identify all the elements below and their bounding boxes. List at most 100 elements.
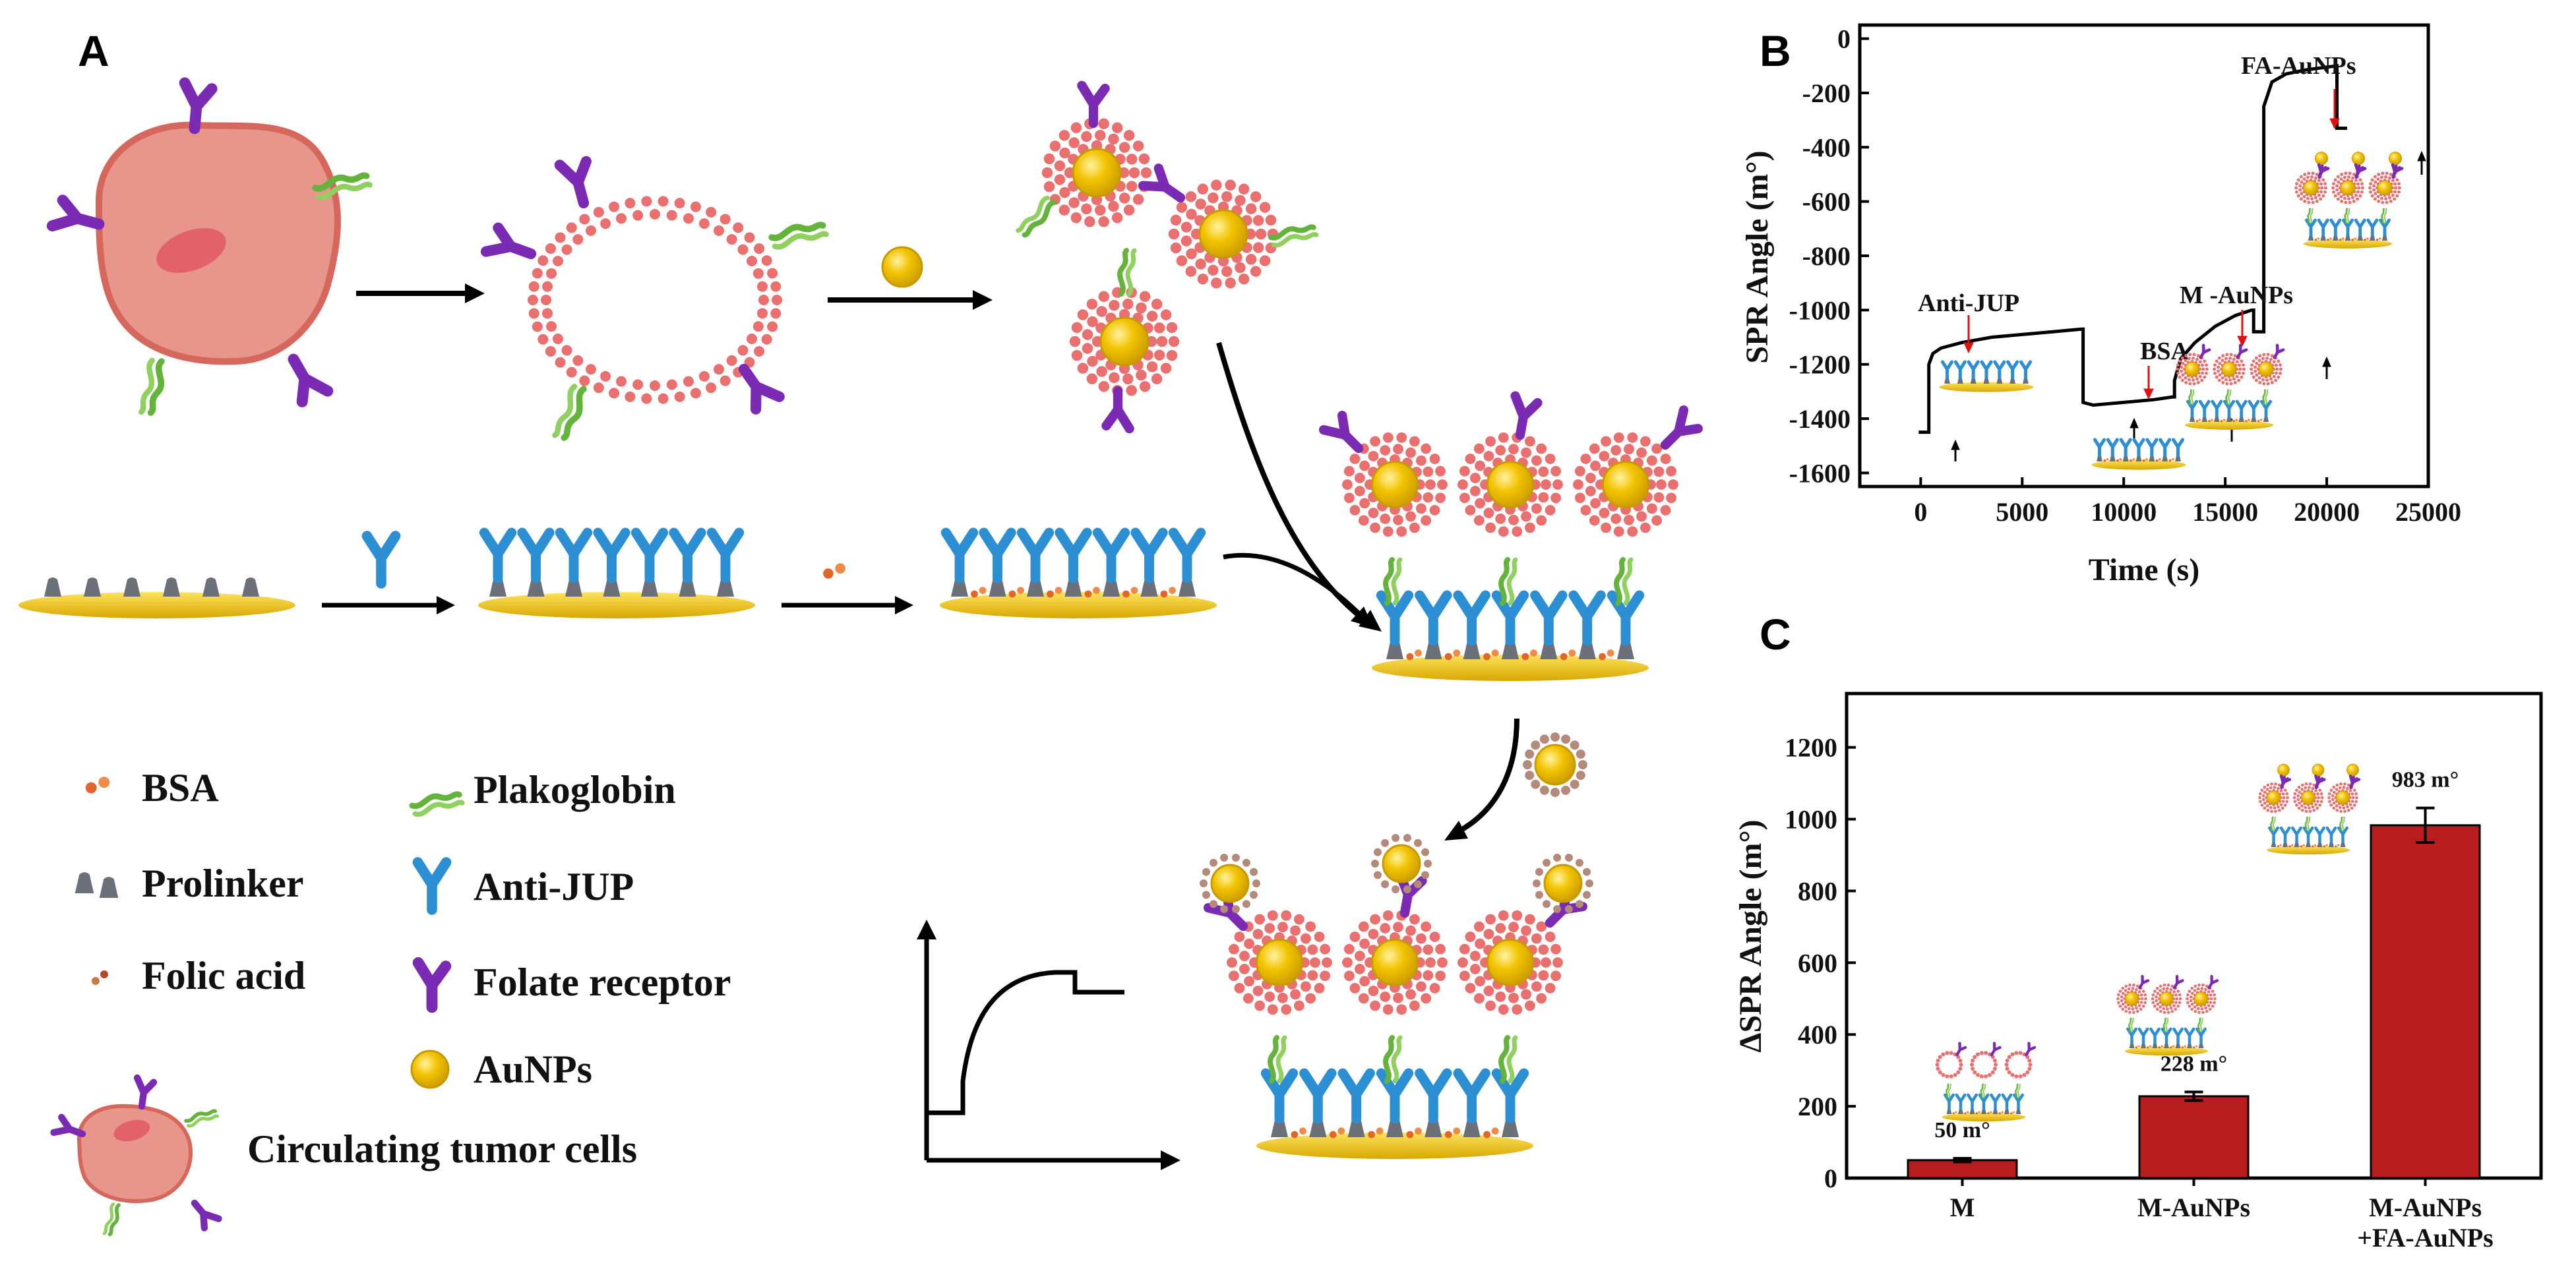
chart-b-mini-bsa-chip — [2091, 440, 2186, 470]
coated-nanoparticle — [2213, 345, 2247, 386]
vesicle-dot — [528, 281, 539, 292]
legend-anti-jup: Anti-JUP — [417, 862, 634, 910]
vesicle-dot — [545, 345, 556, 357]
chart-b-ytick-label: -1200 — [1789, 350, 1851, 380]
coated-nanoparticle — [1324, 413, 1448, 537]
coated-nanoparticle — [2186, 976, 2217, 1015]
vesicle-dot — [541, 295, 551, 305]
vesicle-dot — [658, 196, 669, 207]
chart-c-bar — [2138, 1095, 2250, 1179]
legend-ctc: Circulating tumor cells — [54, 1078, 637, 1235]
coated-nanoparticle — [1069, 251, 1180, 429]
vesicle-dot — [552, 255, 563, 266]
legend-bsa-label: BSA — [142, 766, 219, 810]
panel-c-label: C — [1760, 610, 1791, 659]
antibody-chip — [478, 533, 755, 618]
vesicle-dot — [555, 232, 566, 243]
vesicle-dot — [641, 196, 652, 207]
amplified-chip — [1200, 834, 1593, 1159]
legend-prolinker-label: Prolinker — [142, 862, 304, 905]
tumor-cell — [52, 83, 369, 413]
vesicle-dot — [579, 375, 590, 386]
chart-b-annotation-fa-aunps: FA-AuNPs — [2241, 52, 2356, 80]
legend-aunps: AuNPs — [410, 1048, 592, 1091]
chart-c-ytick-label: 1200 — [1785, 733, 1837, 763]
panel-a-label: A — [78, 26, 109, 75]
vesicle-dot — [720, 214, 731, 225]
vesicle-dot — [683, 376, 694, 387]
bare-chip — [18, 577, 295, 618]
coated-nanoparticle — [1342, 874, 1448, 1015]
arrow-3 — [322, 536, 455, 614]
chart-c-ytick-label: 400 — [1798, 1020, 1837, 1050]
vesicle-dot — [545, 243, 556, 254]
legend-folic-acid: Folic acid — [92, 954, 305, 997]
chart-b-frame — [1858, 23, 2430, 488]
vesicle-dot — [566, 367, 577, 378]
vesicle-dot — [761, 255, 772, 266]
chart-b-ytick-label: -1600 — [1789, 458, 1851, 488]
chart-c-value-label: 50 m° — [1934, 1118, 1990, 1142]
vesicle-dot — [737, 244, 749, 255]
vesicle-dot — [690, 201, 701, 212]
chart-c-mini-m-aunps — [2116, 976, 2217, 1056]
vesicle-dot — [761, 334, 772, 345]
vesicle-dot — [579, 214, 590, 225]
vesicle-dot — [632, 210, 644, 221]
vesicle-dot — [754, 243, 765, 254]
chart-c-ytick-label: 600 — [1798, 948, 1837, 978]
fa-aunp — [1523, 732, 1587, 797]
legend-folate-receptor-label: Folate receptor — [474, 961, 731, 1004]
legend-plakoglobin: Plakoglobin — [412, 768, 676, 819]
vesicle-dot — [546, 268, 557, 279]
vesicle-dot — [666, 210, 677, 221]
vesicle-dot — [532, 321, 543, 332]
coated-nanoparticle — [1457, 888, 1585, 1015]
vesicle-dot — [537, 255, 549, 266]
vesicle-dot — [586, 364, 597, 375]
vesicle-dot — [674, 391, 685, 402]
vesicle-dot — [532, 268, 543, 279]
vesicle-dot — [561, 244, 572, 255]
chart-b-ytick-label: -600 — [1802, 187, 1851, 217]
chart-b-red-arrows — [1963, 89, 2340, 400]
vesicle-dot — [706, 206, 717, 218]
chart-b-annotation-m-aunps: M -AuNPs — [2180, 281, 2293, 309]
legend-bsa: BSA — [85, 766, 219, 810]
chart-b-xtick-label: 0 — [1914, 497, 1927, 527]
coated-nanoparticle — [1457, 396, 1563, 537]
vesicle-dot — [683, 213, 694, 224]
fa-aunp-bound — [1533, 854, 1593, 913]
membrane-vesicle — [486, 158, 826, 440]
vesicle-dot — [698, 370, 710, 382]
chart-c-mini-m — [1935, 1043, 2035, 1122]
coated-nanoparticle — [1573, 410, 1700, 537]
vesicle-dot — [586, 225, 597, 236]
chart-b-xtick-label: 15000 — [2192, 497, 2258, 527]
arrow-2 — [828, 246, 993, 310]
chart-c-mini-fa-aunps — [2258, 763, 2359, 855]
vesicle-dot — [726, 355, 737, 366]
coated-nanoparticle — [2368, 164, 2403, 204]
vesicle-dot — [767, 321, 778, 332]
panel-b-label: B — [1760, 26, 1791, 75]
vesicle-dot — [542, 281, 553, 292]
vesicle-dot — [706, 382, 717, 394]
vesicle-dot — [747, 334, 758, 345]
fa-aunp-bound — [1200, 854, 1260, 913]
vesicle-dot — [772, 295, 782, 305]
vesicle-dot — [726, 234, 737, 245]
vesicle-dot — [752, 268, 764, 279]
vesicle-dot — [561, 345, 572, 356]
chart-c-ytick-label: 1000 — [1785, 805, 1837, 835]
chart-b-ytick-label: -200 — [1802, 78, 1851, 108]
vesicle-dot — [546, 321, 557, 332]
coated-nanoparticle — [2151, 976, 2183, 1015]
vesicle-dot — [756, 281, 768, 292]
vesicle-dot — [609, 388, 620, 399]
chart-b-mini-vesicle-chip — [2176, 345, 2284, 430]
vesicle-dot — [625, 391, 636, 402]
chart-b-mini-fa-chip — [2294, 152, 2403, 249]
vesicle-dot — [566, 222, 577, 233]
